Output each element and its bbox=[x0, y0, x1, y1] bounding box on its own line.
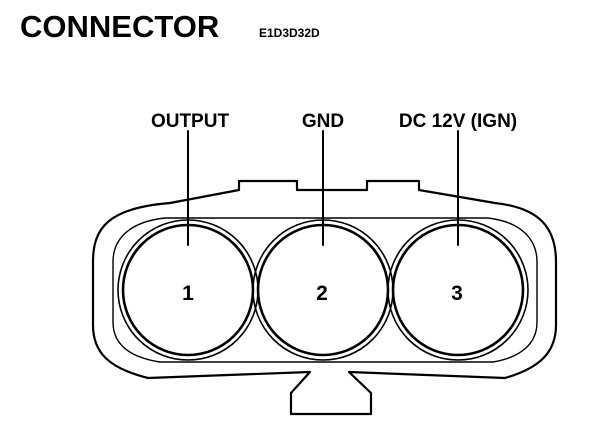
pin-2-label: GND bbox=[302, 111, 344, 132]
connector-housing-outer bbox=[91, 179, 558, 416]
pin-2-number: 2 bbox=[316, 282, 328, 305]
pin-3-label: DC 12V (IGN) bbox=[399, 111, 517, 132]
pin-1-label: OUTPUT bbox=[151, 111, 230, 132]
connector-housing-inner bbox=[112, 217, 538, 363]
diagram-code: E1D3D32D bbox=[259, 26, 320, 40]
pin-1-number: 1 bbox=[182, 282, 194, 305]
pin-3-number: 3 bbox=[451, 282, 463, 305]
diagram-title: CONNECTOR bbox=[20, 9, 219, 44]
